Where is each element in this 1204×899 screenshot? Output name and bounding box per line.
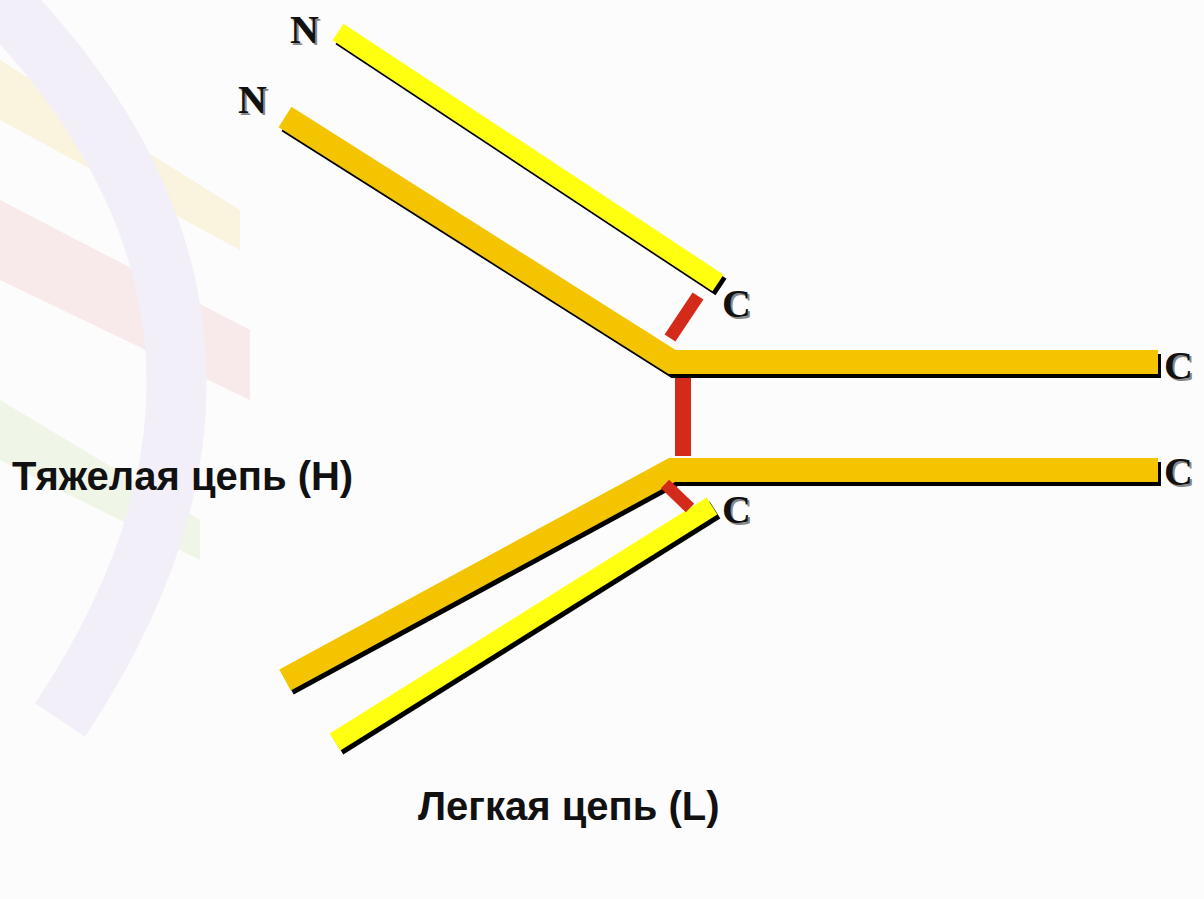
chain-label: Легкая цепь (L) — [418, 782, 778, 830]
terminus-label: N — [238, 80, 267, 120]
terminus-label: C — [722, 284, 751, 324]
background-watermark — [0, 0, 250, 720]
heavy-chain-bottom — [285, 470, 1158, 680]
terminus-label: N — [290, 10, 319, 50]
disulfide-bond — [665, 484, 690, 508]
chain-label: Тяжелая цепь (H) — [12, 452, 402, 500]
disulfide-bond — [675, 378, 691, 456]
terminus-label: C — [1164, 346, 1193, 386]
light-chain-bottom — [335, 506, 712, 742]
light-chain-top — [338, 32, 718, 283]
terminus-label: C — [1164, 452, 1193, 492]
terminus-label: C — [722, 490, 751, 530]
heavy-chain-top — [285, 117, 1158, 362]
disulfide-bond — [670, 296, 698, 338]
